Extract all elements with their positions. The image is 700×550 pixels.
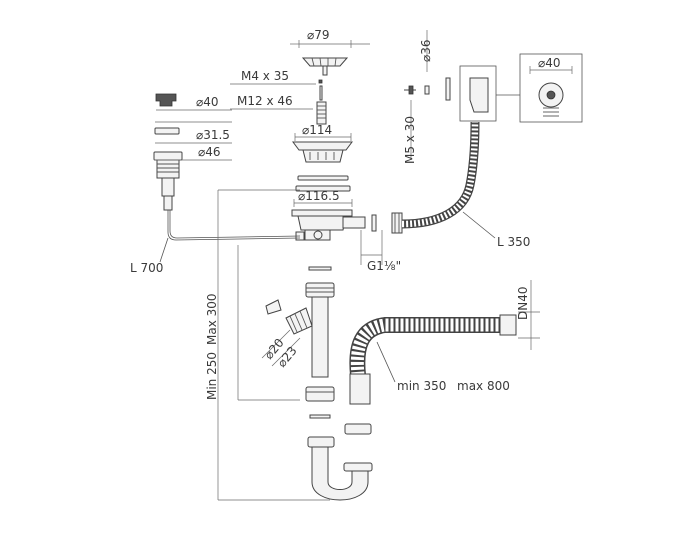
- dim-min250-label: Min 250: [205, 352, 219, 400]
- u-bend: [307, 423, 373, 501]
- dim-d114-label: ⌀114: [302, 123, 332, 137]
- overflow-box: [459, 65, 520, 122]
- screw-m4: M4 x 35: [230, 69, 323, 101]
- threaded-rod-m12: M12 x 46: [230, 94, 327, 125]
- dim-min350-label: min 350: [397, 379, 446, 393]
- popup-knob: ⌀40: [155, 93, 232, 111]
- dim-d79-label: ⌀79: [307, 28, 330, 42]
- dim-l700-label: L 700: [130, 261, 163, 275]
- dim-m4-label: M4 x 35: [241, 69, 289, 83]
- strainer-bowl: ⌀116.5: [291, 189, 403, 241]
- dim-d315-label: ⌀31.5: [196, 128, 230, 142]
- dim-m12-label: M12 x 46: [237, 94, 293, 108]
- dim-d79: ⌀79: [290, 28, 370, 48]
- dim-m5-label: M5 x 30: [403, 116, 417, 164]
- dim-g118-label: G1⅛": [367, 259, 401, 273]
- dim-d1165-label: ⌀116.5: [298, 189, 340, 203]
- dim-max800-label: max 800: [457, 379, 510, 393]
- dim-d40a-label: ⌀40: [196, 95, 219, 109]
- dim-d36-label: ⌀36: [419, 40, 433, 63]
- overflow-hose: L 350: [401, 121, 530, 249]
- dim-height: Max 300 Min 250: [205, 189, 330, 501]
- popup-nut: ⌀31.5: [154, 121, 232, 144]
- trap-side-branch: ⌀20 ⌀23: [262, 299, 313, 370]
- dim-max300-label: Max 300: [205, 293, 219, 345]
- strainer-washers: [295, 175, 351, 192]
- corrugated-hose: DN40 min 350 max 800: [349, 280, 540, 405]
- overflow-detail: ⌀40: [519, 53, 583, 123]
- dim-d40b-label: ⌀40: [538, 56, 561, 70]
- popup-housing: ⌀46: [153, 145, 232, 211]
- popup-cable: L 700: [130, 210, 301, 275]
- overflow-screw: ⌀36 M5 x 30: [403, 30, 451, 164]
- dim-l350-label: L 350: [497, 235, 530, 249]
- strainer-plug: [301, 57, 349, 76]
- dim-g118: G1⅛": [360, 230, 401, 273]
- trap-upper: [305, 266, 335, 419]
- sink-strainer: ⌀114: [292, 123, 353, 163]
- dim-dn40-label: DN40: [516, 287, 530, 321]
- dim-d46-label: ⌀46: [198, 145, 221, 159]
